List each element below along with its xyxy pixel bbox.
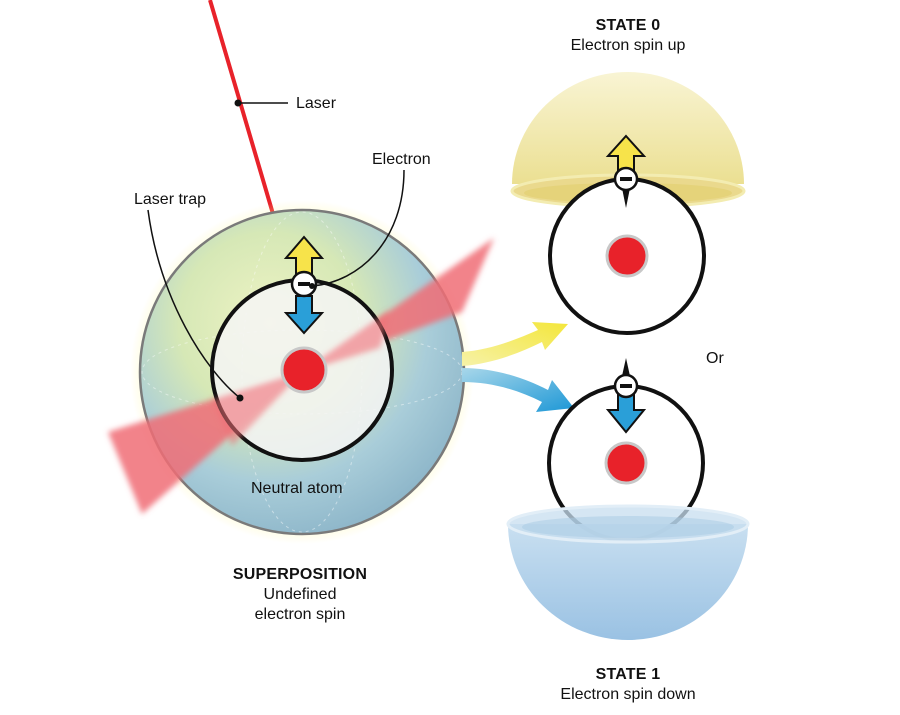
superposition-line2: electron spin [254, 606, 346, 623]
electron-leader-dot [309, 283, 315, 289]
state1-dome [508, 524, 748, 640]
transition-arrow-up [462, 322, 568, 366]
superposition-title: SUPERPOSITION [232, 566, 368, 583]
state1-spin-tail [622, 358, 630, 376]
laser-trap-leader-dot [236, 394, 244, 402]
state0-nucleus [605, 234, 649, 278]
state0-dome [512, 72, 744, 184]
transition-arrow-down [462, 368, 574, 412]
state0-spin-tail [622, 188, 630, 208]
laser-trap-label: Laser trap [134, 191, 207, 208]
superposition-line1: Undefined [263, 586, 337, 603]
state0-electron-minus-icon [620, 177, 632, 181]
spin-down-arrow-icon [283, 295, 325, 335]
state1-dome-inner [522, 516, 734, 538]
laser-leader-dot [234, 99, 242, 107]
state1-spin-down-arrow-icon [605, 393, 647, 434]
state0-caption: STATE 0 Electron spin up [528, 16, 728, 56]
state1-subtitle: Electron spin down [560, 686, 696, 703]
electron-label: Electron [372, 151, 431, 168]
electron-minus-icon [298, 282, 310, 286]
laser-trap-beam-overlay [212, 310, 390, 446]
state1-title: STATE 1 [595, 666, 661, 683]
neutral-atom-label: Neutral atom [251, 480, 343, 497]
or-label: Or [706, 350, 724, 367]
electron-leader-line [311, 169, 405, 287]
superposition-caption: SUPERPOSITION Undefined electron spin [200, 565, 400, 625]
state1-electron-minus-icon [620, 384, 632, 388]
state0-illustration [510, 72, 746, 335]
state0-title: STATE 0 [595, 17, 661, 34]
state1-nucleus [604, 441, 648, 485]
laser-trap-leader-line [147, 209, 241, 399]
state0-subtitle: Electron spin up [570, 37, 686, 54]
nucleus [280, 346, 328, 394]
state1-caption: STATE 1 Electron spin down [528, 665, 728, 705]
state1-illustration [506, 358, 750, 640]
laser-label: Laser [296, 95, 337, 112]
